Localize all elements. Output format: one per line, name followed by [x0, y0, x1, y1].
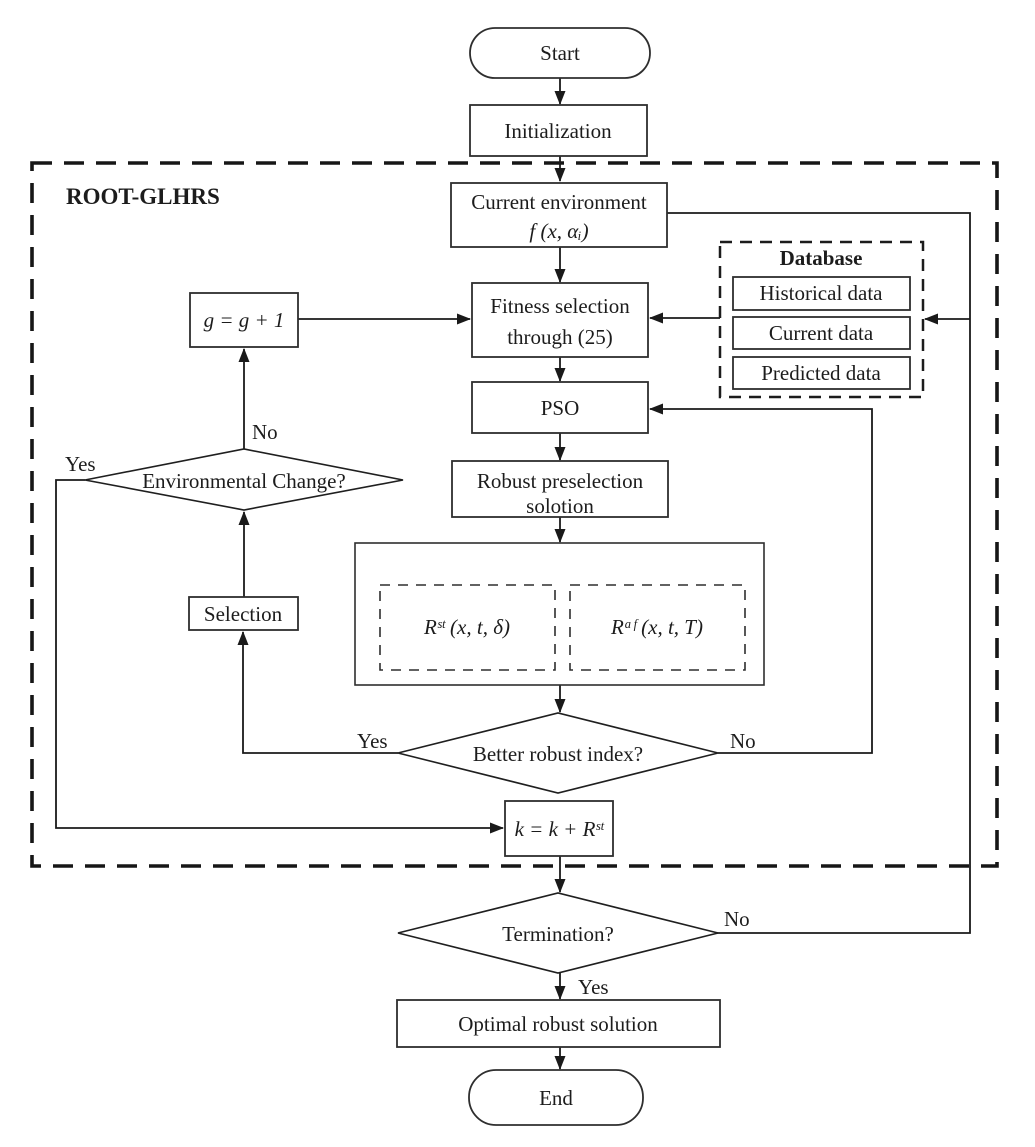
r-st-box	[379, 584, 556, 671]
fitness-selection-node	[471, 282, 649, 358]
initialization-label: Initialization	[504, 119, 612, 143]
connector-current-env-termination-loop	[667, 212, 971, 934]
env-change-no-label: No	[252, 420, 278, 444]
pso-label: PSO	[541, 396, 580, 420]
robust-preselection-label-line1: Robust preselection	[477, 469, 644, 493]
k-update-label: k = k + Rˢᵗ	[515, 817, 605, 841]
optimal-solution-node	[396, 999, 721, 1048]
better-robust-index-decision	[397, 712, 719, 794]
env-change-yes-label: Yes	[65, 452, 96, 476]
database-current-box	[732, 316, 911, 350]
end-node	[468, 1069, 644, 1126]
database-predicted-label: Predicted data	[761, 361, 881, 385]
fitness-label-line2: through (25)	[507, 325, 613, 349]
connector-better-index-no-to-pso	[649, 403, 873, 754]
better-index-yes-label: Yes	[357, 729, 388, 753]
termination-yes-label: Yes	[578, 975, 609, 999]
robust-index-container	[354, 542, 765, 686]
g-update-node	[189, 292, 299, 348]
selection-node	[188, 596, 299, 631]
r-af-label: Rᵃᶠ (x, t, T)	[610, 615, 703, 639]
database-title: Database	[780, 246, 863, 270]
better-robust-index-label: Better robust index?	[473, 742, 643, 766]
selection-label: Selection	[204, 602, 283, 626]
termination-label: Termination?	[502, 922, 614, 946]
g-update-label: g = g + 1	[204, 308, 285, 332]
robust-preselection-label-line2: solotion	[526, 494, 594, 518]
pso-node	[471, 381, 649, 434]
environmental-change-label: Environmental Change?	[142, 469, 346, 493]
r-af-box	[569, 584, 746, 671]
database-border	[718, 240, 925, 399]
initialization-node	[469, 104, 648, 157]
database-historical-label: Historical data	[759, 281, 883, 305]
fitness-label-line1: Fitness selection	[490, 294, 630, 318]
connector-better-index-yes-to-selection	[237, 631, 398, 754]
root-glhrs-region-border	[30, 161, 999, 868]
start-label: Start	[540, 41, 580, 65]
better-index-no-label: No	[730, 729, 756, 753]
connector-env-change-yes-to-k-update	[55, 479, 504, 834]
r-st-label: Rˢᵗ (x, t, δ)	[423, 615, 510, 639]
k-update-node	[504, 800, 614, 857]
termination-decision	[397, 892, 719, 974]
database-predicted-box	[732, 356, 911, 390]
optimal-solution-label: Optimal robust solution	[458, 1012, 658, 1036]
current-environment-label-line1: Current environment	[471, 190, 647, 214]
start-node	[469, 27, 651, 79]
end-label: End	[539, 1086, 573, 1110]
region-label: ROOT-GLHRS	[66, 184, 220, 209]
current-environment-label-line2: f (x, αᵢ)	[529, 219, 588, 243]
termination-no-label: No	[724, 907, 750, 931]
robust-preselection-node	[451, 460, 669, 518]
environmental-change-decision	[84, 448, 404, 511]
current-environment-node	[450, 182, 668, 248]
database-historical-box	[732, 276, 911, 311]
database-current-label: Current data	[769, 321, 874, 345]
